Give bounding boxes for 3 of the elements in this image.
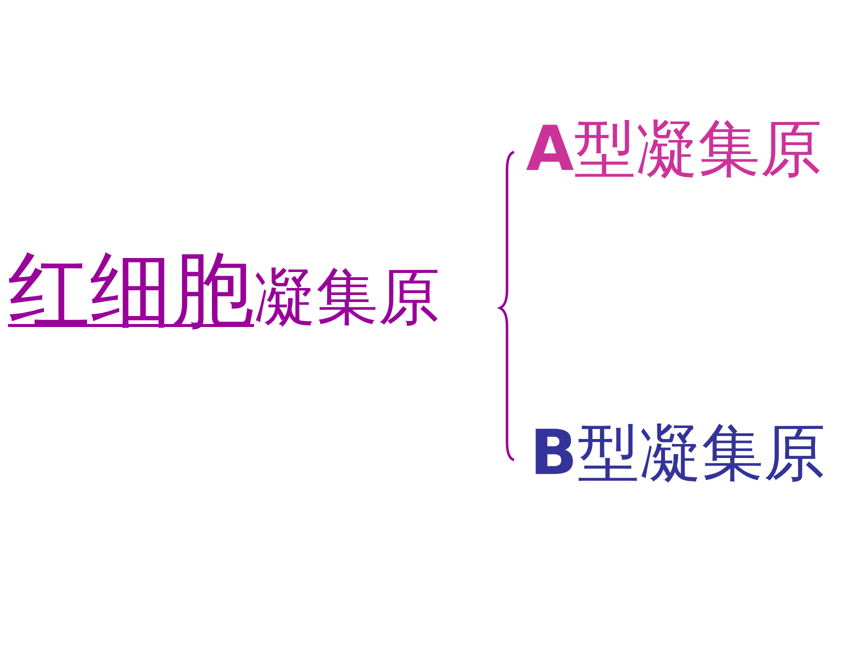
term-text: B型凝集原: [530, 422, 826, 484]
term-text: A型凝集原: [526, 118, 822, 180]
term-text: 红细胞凝集原: [8, 250, 440, 332]
